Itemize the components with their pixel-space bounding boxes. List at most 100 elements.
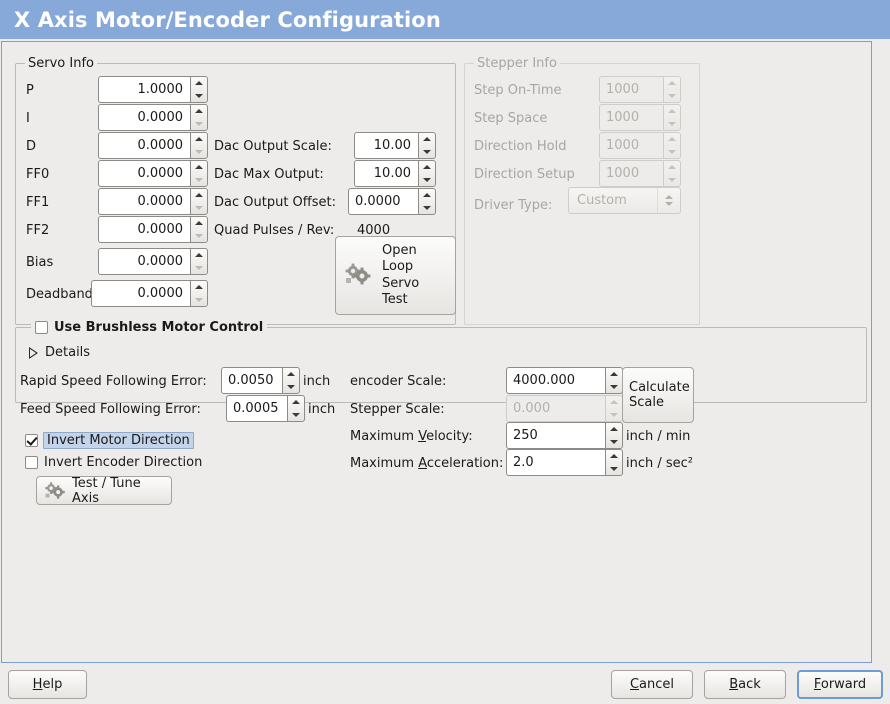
spin-up-icon[interactable] — [191, 133, 207, 146]
spin-up-icon[interactable] — [191, 77, 207, 90]
spin-down-icon[interactable] — [606, 381, 622, 394]
dac-output-scale-spin-buttons[interactable] — [418, 132, 436, 159]
test-tune-axis-button[interactable]: Test / Tune Axis — [36, 476, 172, 506]
servo-spin-deadband[interactable]: 0.0000 — [91, 280, 208, 307]
direction-hold-value[interactable]: 1000 — [599, 132, 663, 159]
invert-encoder-direction-row[interactable]: Invert Encoder Direction — [25, 455, 202, 470]
use-brushless-checkbox[interactable] — [35, 321, 48, 334]
chevron-updown-icon[interactable] — [657, 188, 680, 213]
servo-spin-buttons-d[interactable] — [190, 132, 208, 159]
spin-up-icon[interactable] — [191, 249, 207, 262]
spin-up-icon[interactable] — [283, 368, 299, 381]
dac-max-output-value[interactable]: 10.00 — [354, 160, 418, 187]
spin-down-icon[interactable] — [419, 202, 435, 215]
encoder-scale-value[interactable]: 4000.000 — [506, 367, 605, 394]
spin-up-icon[interactable] — [191, 189, 207, 202]
maximum-velocity-spin-buttons[interactable] — [605, 422, 623, 449]
maximum-acceleration-spin[interactable]: 2.0 — [506, 449, 623, 476]
spin-up-icon[interactable] — [606, 368, 622, 381]
servo-spin-buttons-ff0[interactable] — [190, 160, 208, 187]
step-space-value[interactable]: 1000 — [599, 104, 663, 131]
spin-down-icon[interactable] — [191, 90, 207, 103]
triangle-right-icon[interactable] — [29, 346, 38, 359]
spin-up-icon[interactable] — [288, 396, 304, 409]
feed-following-error-spin[interactable]: 0.0005 — [226, 395, 305, 422]
spin-down-icon[interactable] — [191, 118, 207, 131]
spin-down-icon[interactable] — [664, 146, 680, 159]
step-on-time-value[interactable]: 1000 — [599, 76, 663, 103]
invert-motor-direction-checkbox[interactable] — [25, 434, 38, 447]
back-button[interactable]: Back — [704, 670, 786, 699]
servo-spin-buttons-i[interactable] — [190, 104, 208, 131]
spin-down-icon[interactable] — [288, 409, 304, 422]
details-expander[interactable]: Details — [29, 345, 90, 360]
spin-down-icon[interactable] — [191, 146, 207, 159]
servo-spin-buttons-ff2[interactable] — [190, 216, 208, 243]
stepper-scale-spin-buttons[interactable] — [605, 395, 623, 422]
stepper-scale-spin[interactable]: 0.000 — [506, 395, 623, 422]
spin-down-icon[interactable] — [664, 174, 680, 187]
dac-max-output-spin[interactable]: 10.00 — [354, 160, 436, 187]
cancel-button[interactable]: Cancel — [611, 670, 693, 699]
forward-button[interactable]: Forward — [797, 670, 883, 699]
spin-up-icon[interactable] — [191, 161, 207, 174]
spin-down-icon[interactable] — [664, 90, 680, 103]
stepper-scale-value[interactable]: 0.000 — [506, 395, 605, 422]
servo-value-i[interactable]: 0.0000 — [98, 104, 190, 131]
servo-value-ff1[interactable]: 0.0000 — [98, 188, 190, 215]
servo-spin-bias[interactable]: 0.0000 — [98, 248, 208, 275]
step-on-time-spin[interactable]: 1000 — [599, 76, 681, 103]
servo-spin-buttons-bias[interactable] — [190, 248, 208, 275]
spin-down-icon[interactable] — [191, 174, 207, 187]
spin-up-icon[interactable] — [191, 217, 207, 230]
spin-down-icon[interactable] — [283, 381, 299, 394]
encoder-scale-spin[interactable]: 4000.000 — [506, 367, 623, 394]
servo-spin-buttons-deadband[interactable] — [190, 280, 208, 307]
spin-up-icon[interactable] — [606, 396, 622, 409]
spin-up-icon[interactable] — [419, 133, 435, 146]
spin-up-icon[interactable] — [419, 189, 435, 202]
spin-down-icon[interactable] — [191, 294, 207, 307]
servo-value-ff2[interactable]: 0.0000 — [98, 216, 190, 243]
feed-following-error-value[interactable]: 0.0005 — [226, 395, 287, 422]
maximum-acceleration-spin-buttons[interactable] — [605, 449, 623, 476]
servo-spin-buttons-ff1[interactable] — [190, 188, 208, 215]
servo-value-d[interactable]: 0.0000 — [98, 132, 190, 159]
spin-down-icon[interactable] — [606, 409, 622, 422]
spin-up-icon[interactable] — [664, 161, 680, 174]
use-brushless-checkbox-row[interactable]: Use Brushless Motor Control — [31, 320, 268, 335]
servo-spin-buttons-p[interactable] — [190, 76, 208, 103]
spin-down-icon[interactable] — [191, 230, 207, 243]
spin-down-icon[interactable] — [606, 463, 622, 476]
spin-up-icon[interactable] — [664, 133, 680, 146]
help-button[interactable]: Help — [8, 670, 87, 699]
servo-value-deadband[interactable]: 0.0000 — [91, 280, 190, 307]
spin-up-icon[interactable] — [191, 105, 207, 118]
dac-output-scale-value[interactable]: 10.00 — [354, 132, 418, 159]
invert-motor-direction-row[interactable]: Invert Motor Direction — [25, 432, 194, 449]
spin-up-icon[interactable] — [191, 281, 207, 294]
spin-down-icon[interactable] — [419, 174, 435, 187]
servo-spin-ff0[interactable]: 0.0000 — [98, 160, 208, 187]
servo-value-bias[interactable]: 0.0000 — [98, 248, 190, 275]
dac-output-offset-value[interactable]: 0.0000 — [348, 188, 418, 215]
maximum-velocity-value[interactable]: 250 — [506, 422, 605, 449]
spin-up-icon[interactable] — [664, 77, 680, 90]
rapid-following-error-value[interactable]: 0.0050 — [221, 367, 282, 394]
spin-down-icon[interactable] — [664, 118, 680, 131]
dac-max-output-spin-buttons[interactable] — [418, 160, 436, 187]
spin-up-icon[interactable] — [664, 105, 680, 118]
rapid-following-error-spin[interactable]: 0.0050 — [221, 367, 300, 394]
dac-output-offset-spin[interactable]: 0.0000 — [348, 188, 436, 215]
direction-hold-spin-buttons[interactable] — [663, 132, 681, 159]
spin-up-icon[interactable] — [606, 450, 622, 463]
encoder-scale-spin-buttons[interactable] — [605, 367, 623, 394]
spin-up-icon[interactable] — [606, 423, 622, 436]
direction-setup-spin-buttons[interactable] — [663, 160, 681, 187]
feed-following-error-spin-buttons[interactable] — [287, 395, 305, 422]
servo-value-p[interactable]: 1.0000 — [98, 76, 190, 103]
open-loop-servo-test-button[interactable]: Open Loop Servo Test — [335, 236, 456, 315]
step-space-spin-buttons[interactable] — [663, 104, 681, 131]
spin-down-icon[interactable] — [191, 202, 207, 215]
direction-hold-spin[interactable]: 1000 — [599, 132, 681, 159]
